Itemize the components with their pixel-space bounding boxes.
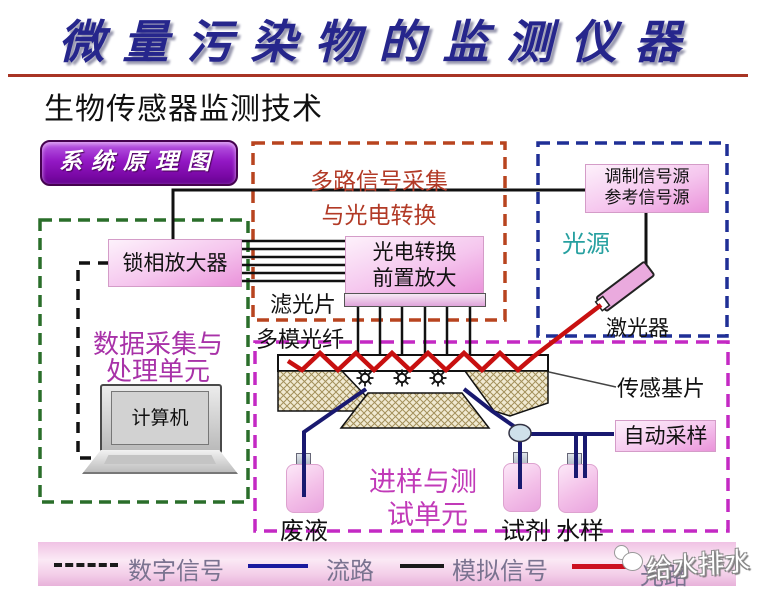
legend-analog-line-swatch — [400, 564, 444, 568]
fiber-lines — [356, 306, 472, 356]
reaction-site-icon — [428, 368, 448, 388]
mod-ref-source-box: 调制信号源 参考信号源 — [585, 164, 709, 213]
data-unit-line2: 处理单元 — [106, 357, 211, 387]
photo-preamp-line1: 光电转换 — [372, 240, 457, 264]
reaction-site-icon — [355, 368, 375, 388]
legend-analog-label: 模拟信号 — [452, 557, 548, 585]
data-unit-group-box — [38, 218, 250, 504]
computer-keys — [104, 455, 216, 464]
auto-sampling-box: 自动采样 — [615, 420, 716, 452]
sensor-chip-pointer-line — [548, 371, 617, 388]
page-title: 微量污染物的监测仪器 — [58, 15, 699, 69]
legend-light-label: 光路 — [640, 562, 688, 590]
legend-flow-line-swatch — [248, 564, 308, 568]
light-source-group-box — [536, 141, 729, 338]
optical-filter-label: 滤光片 — [270, 293, 337, 318]
substrate-right-block — [463, 370, 549, 417]
flow-path-lines — [302, 387, 614, 497]
section-subtitle: 生物传感器监测技术 — [44, 92, 323, 127]
legend-digital-label: 数字信号 — [128, 557, 224, 585]
sampling-unit-line2: 试单元 — [387, 500, 468, 531]
light-source-label: 光源 — [562, 230, 610, 258]
flow-cell-block — [339, 392, 491, 429]
water-sample-bottle-label: 水样 — [556, 517, 604, 545]
data-unit-line1: 数据采集与 — [93, 330, 224, 360]
valve-icon — [508, 423, 532, 443]
photo-preamp-box: 光电转换 前置放大 — [345, 236, 484, 295]
sensor-chip-label: 传感基片 — [617, 377, 706, 402]
computer-screen: 计算机 — [111, 391, 209, 445]
reaction-site-icon — [392, 368, 412, 388]
legend-digital-line-swatch — [54, 563, 118, 567]
mod-source-line1: 调制信号源 — [604, 167, 690, 187]
lock-in-amp-box: 锁相放大器 — [108, 239, 242, 287]
schematic-badge: 系统原理图 — [40, 140, 238, 186]
digital-signal-line — [76, 261, 109, 460]
multi-signal-title-line2: 与光电转换 — [321, 203, 437, 229]
sampling-unit-line1: 进样与测 — [369, 467, 477, 498]
legend-flow-label: 流路 — [326, 557, 374, 585]
laser-label: 激光器 — [606, 316, 669, 340]
title-divider — [8, 74, 748, 77]
reagent-bottle-label: 试剂 — [501, 517, 549, 545]
legend-light-line-swatch — [572, 564, 634, 569]
optical-filter-bar — [344, 293, 486, 307]
analog-bus-lines — [240, 239, 347, 283]
light-path-zigzag — [286, 303, 603, 374]
sampling-unit-group-box — [253, 340, 730, 533]
waste-bottle-label: 废液 — [280, 517, 328, 545]
multi-signal-title-line1: 多路信号采集 — [310, 169, 448, 195]
multimode-fiber-label: 多模光纤 — [256, 328, 345, 353]
photo-preamp-line2: 前置放大 — [372, 266, 457, 290]
laser-body — [594, 261, 655, 312]
analog-trunk-line — [171, 188, 587, 240]
watermark-mascot-icon — [622, 552, 643, 571]
mod-source-line2: 参考信号源 — [604, 188, 690, 208]
